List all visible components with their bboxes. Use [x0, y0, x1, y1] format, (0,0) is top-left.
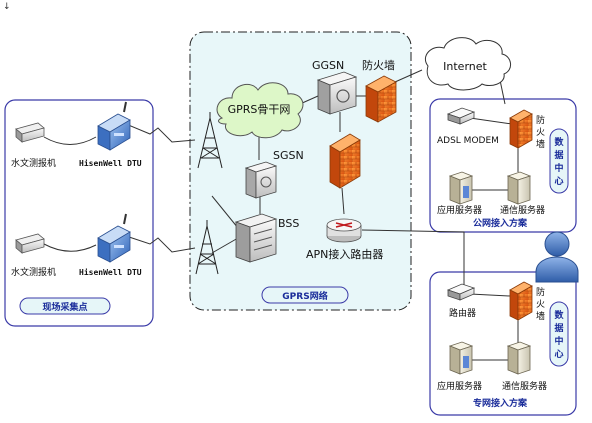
apn-router-icon	[326, 218, 362, 243]
public-dc-char-3: 中	[554, 162, 563, 174]
sgsn-device-icon	[244, 161, 278, 199]
public-dc-char-1: 数	[554, 136, 564, 148]
field-collection-panel	[4, 99, 154, 327]
gprs-title-badge	[261, 286, 349, 304]
public-firewall-char-3: 墙	[536, 138, 545, 150]
internet-cloud-icon	[424, 37, 511, 91]
private-title: 专网接入方案	[473, 397, 528, 409]
dtu-label-2: HisenWell DTU	[79, 267, 142, 277]
hydrology-sensor-icon	[15, 233, 45, 254]
private-firewall-char-3: 墙	[536, 310, 545, 322]
private-comm-server-label: 通信服务器	[502, 380, 547, 392]
private-dc-char-4: 心	[554, 349, 563, 360]
comm-server-icon	[506, 171, 532, 205]
dtu-device-icon	[97, 213, 131, 263]
sgsn-label: SGSN	[273, 149, 304, 162]
sensor-label-1: 水文测报机	[11, 157, 56, 169]
firewall-icon	[329, 133, 361, 189]
public-dc-char-4: 心	[554, 176, 563, 187]
comm-server-icon	[506, 341, 532, 375]
field-title-badge	[19, 297, 111, 315]
public-comm-server-label: 通信服务器	[500, 204, 545, 216]
dtu-label-1: HisenWell DTU	[79, 158, 142, 168]
private-firewall-char-2: 火	[536, 299, 545, 310]
private-access-panel	[429, 271, 577, 416]
user-icon	[535, 231, 579, 283]
private-router-label: 路由器	[449, 307, 476, 319]
cell-tower-icon	[195, 220, 219, 275]
public-dc-char-2: 据	[554, 149, 563, 161]
public-title: 公网接入方案	[473, 217, 528, 229]
connection-lines	[43, 69, 519, 361]
ggsn-firewall-label: 防火墙	[362, 58, 395, 72]
gprs-backbone-label: GPRS骨干网	[228, 103, 291, 116]
apn-router-label: APN接入路由器	[306, 247, 383, 261]
private-dc-char-3: 中	[554, 335, 563, 347]
gprs-title: GPRS网络	[282, 290, 327, 302]
gprs-network-region	[189, 31, 412, 311]
firewall-icon	[509, 281, 533, 321]
corner-mark: ↓	[3, 2, 11, 12]
router-icon	[446, 283, 476, 301]
private-firewall-char-1: 防	[536, 286, 545, 298]
firewall-icon	[509, 109, 533, 149]
ggsn-label: GGSN	[312, 59, 344, 72]
dtu-device-icon	[97, 101, 131, 151]
bss-label: BSS	[278, 217, 299, 230]
cell-tower-icon	[197, 112, 223, 169]
private-data-center-badge	[549, 301, 569, 367]
public-data-center-badge	[549, 128, 569, 194]
internet-label: Internet	[443, 60, 487, 73]
hydrology-sensor-icon	[15, 122, 45, 143]
private-app-server-label: 应用服务器	[437, 380, 482, 392]
app-server-icon	[448, 171, 474, 205]
public-firewall-char-1: 防	[536, 114, 545, 126]
public-app-server-label: 应用服务器	[437, 204, 482, 216]
public-firewall-char-2: 火	[536, 127, 545, 138]
bss-rack-icon	[234, 213, 278, 263]
gprs-backbone-cloud-icon	[216, 82, 304, 139]
app-server-icon	[448, 341, 474, 375]
adsl-modem-icon	[446, 107, 476, 125]
ggsn-device-icon	[316, 71, 358, 115]
field-title: 现场采集点	[42, 301, 87, 313]
firewall-icon	[365, 75, 397, 123]
sensor-label-2: 水文测报机	[11, 266, 56, 278]
adsl-label: ADSL MODEM	[437, 136, 499, 146]
private-dc-char-1: 数	[554, 309, 564, 321]
private-dc-char-2: 据	[554, 322, 563, 334]
